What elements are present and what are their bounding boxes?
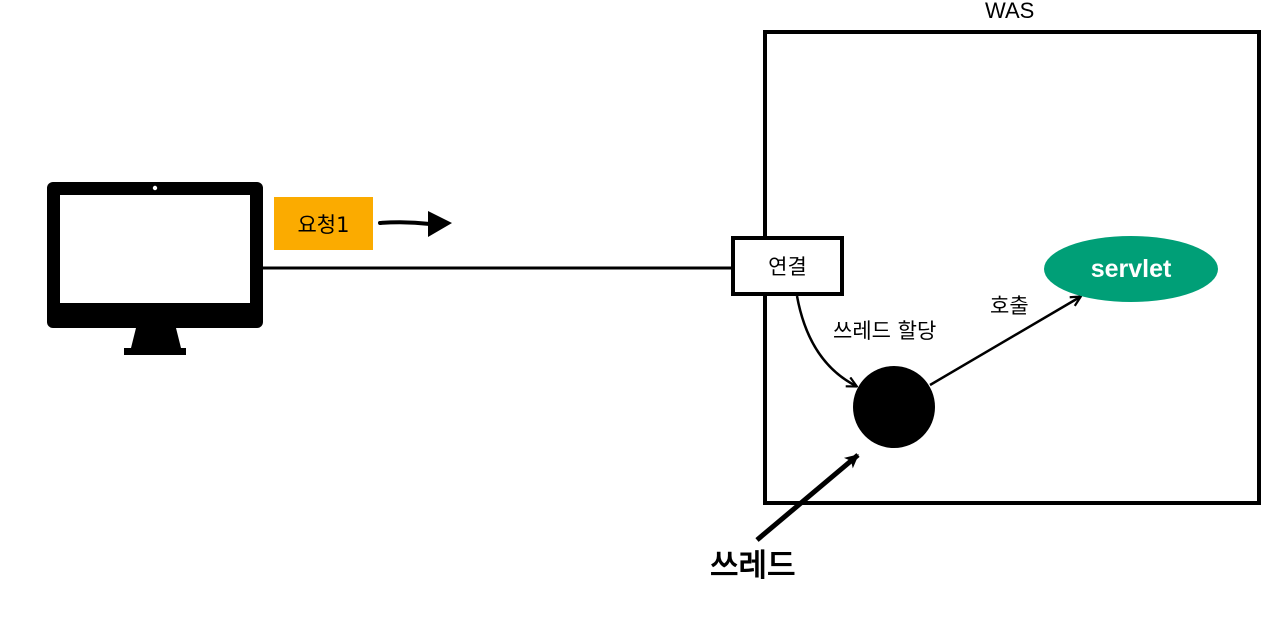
request-badge: 요청1	[274, 197, 373, 250]
connection-label: 연결	[768, 255, 807, 279]
connection-box: 연결	[731, 236, 844, 296]
call-label: 호출	[990, 294, 1029, 318]
thread-pointer-arrow	[755, 453, 860, 542]
servlet-label: servlet	[1090, 254, 1172, 283]
request-label: 요청1	[297, 212, 350, 237]
thread-allocation-arrow	[795, 295, 856, 386]
servlet-node: servlet	[1044, 236, 1218, 302]
thread-node	[853, 366, 935, 448]
was-title: WAS	[985, 0, 1035, 23]
thread-caption: 쓰레드	[710, 548, 796, 584]
arrow-right-icon	[378, 211, 452, 237]
call-arrow	[929, 297, 1080, 387]
thread-allocation-label: 쓰레드 할당	[833, 319, 937, 343]
computer-monitor-icon	[47, 182, 263, 355]
